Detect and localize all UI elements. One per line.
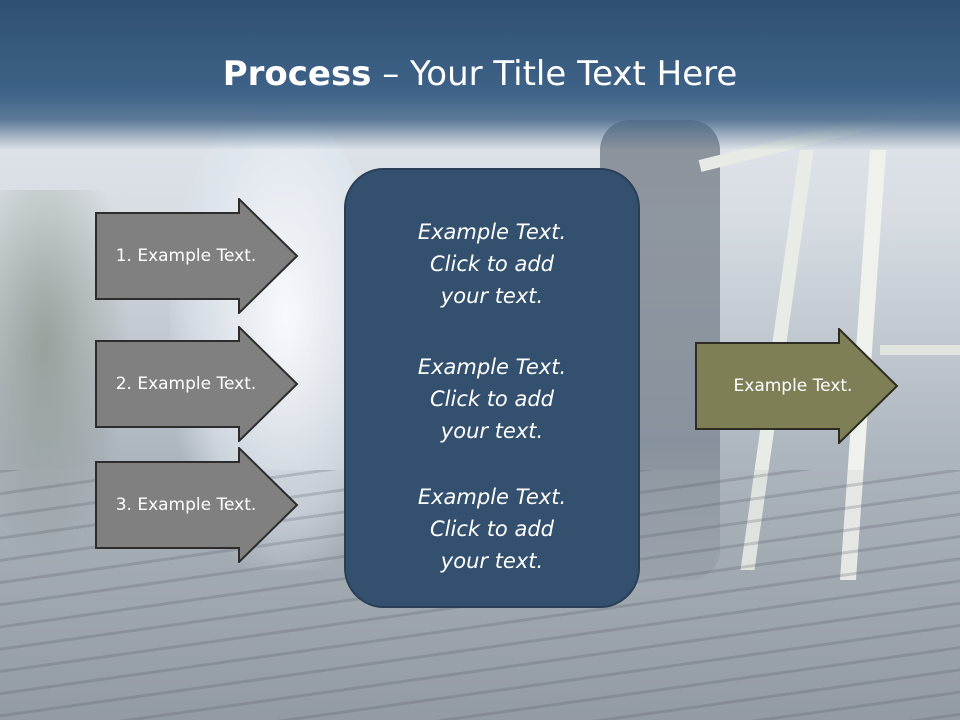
process-arrow-label: 1. Example Text. bbox=[115, 246, 257, 266]
center-text-line: Example Text. bbox=[417, 220, 567, 244]
process-arrow-label: 3. Example Text. bbox=[115, 495, 257, 515]
process-arrow-1[interactable]: 1. Example Text. bbox=[95, 198, 299, 314]
center-text-block-2[interactable]: Example Text. Click to add your text. bbox=[346, 351, 638, 447]
process-arrow-label: 2. Example Text. bbox=[115, 374, 257, 394]
center-text-line: Click to add bbox=[429, 387, 554, 411]
center-text-box[interactable]: Example Text. Click to add your text. Ex… bbox=[344, 168, 640, 608]
slide-title[interactable]: Process – Your Title Text Here bbox=[0, 52, 960, 96]
header-band bbox=[0, 0, 960, 150]
center-text-block-3[interactable]: Example Text. Click to add your text. bbox=[346, 481, 638, 577]
process-arrow-3[interactable]: 3. Example Text. bbox=[95, 447, 299, 563]
center-text-line: Example Text. bbox=[417, 485, 567, 509]
title-bold: Process bbox=[222, 54, 372, 94]
center-text-line: your text. bbox=[440, 419, 544, 443]
center-text-block-1[interactable]: Example Text. Click to add your text. bbox=[346, 216, 638, 312]
center-text-line: your text. bbox=[440, 549, 544, 573]
title-rest: – Your Title Text Here bbox=[371, 54, 738, 94]
process-arrow-2[interactable]: 2. Example Text. bbox=[95, 326, 299, 442]
center-text-line: Click to add bbox=[429, 517, 554, 541]
center-text-line: Example Text. bbox=[417, 355, 567, 379]
center-text-line: your text. bbox=[440, 284, 544, 308]
result-arrow-label: Example Text. bbox=[733, 376, 853, 396]
background-railing-bar bbox=[880, 345, 960, 355]
center-text-line: Click to add bbox=[429, 252, 554, 276]
result-arrow[interactable]: Example Text. bbox=[695, 328, 899, 444]
